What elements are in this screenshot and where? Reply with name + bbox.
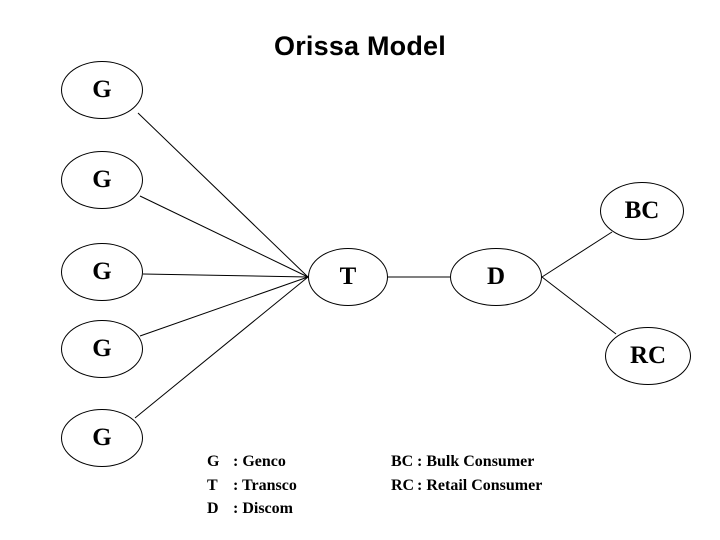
edge-g5-t [134, 276, 309, 419]
node-g3[interactable]: G [61, 243, 143, 301]
legend-key: G [207, 453, 220, 470]
node-label: G [92, 334, 112, 362]
edge-g4-t [139, 276, 309, 337]
node-d[interactable]: D [450, 248, 542, 306]
edge-g1-t [137, 112, 309, 278]
node-label: BC [624, 196, 660, 224]
node-label: D [486, 262, 506, 290]
edge-g2-t [139, 195, 309, 278]
node-label: G [92, 165, 112, 193]
node-label: T [339, 262, 357, 290]
edge-g3-t [142, 273, 309, 278]
node-label: G [92, 75, 112, 103]
legend-text: Bulk Consumer [426, 453, 535, 470]
legend-separator: : [233, 476, 239, 494]
node-label: RC [629, 341, 667, 369]
legend-item-rc: RC: Retail Consumer [391, 474, 542, 498]
legend-item-bc: BC: Bulk Consumer [391, 450, 542, 474]
legend-key: BC [391, 453, 414, 470]
legend-separator: : [417, 476, 423, 494]
node-g2[interactable]: G [61, 151, 143, 209]
legend-text: Retail Consumer [426, 476, 543, 494]
node-label: G [92, 257, 112, 285]
legend-key: RC [391, 476, 415, 494]
node-g5[interactable]: G [61, 409, 143, 467]
legend-separator: : [233, 453, 239, 470]
node-g1[interactable]: G [61, 61, 143, 119]
page-title: Orissa Model [274, 31, 446, 61]
legend-item-t: T: Transco [207, 474, 297, 498]
node-rc[interactable]: RC [605, 327, 691, 385]
legend-separator: : [233, 500, 239, 517]
edge-d-bc [541, 231, 613, 278]
legend-key: T [207, 476, 218, 494]
node-t[interactable]: T [308, 248, 388, 306]
node-label: G [92, 423, 112, 451]
node-bc[interactable]: BC [600, 182, 684, 240]
legend-item-d: D: Discom [207, 497, 297, 521]
legend-item-g: G: Genco [207, 450, 297, 474]
legend-text: Transco [242, 476, 297, 494]
node-g4[interactable]: G [61, 320, 143, 378]
legend-text: Genco [242, 453, 286, 470]
legend-text: Discom [242, 500, 293, 517]
edge-d-rc [541, 276, 617, 335]
legend-key: D [207, 500, 219, 517]
legend-separator: : [417, 453, 423, 470]
